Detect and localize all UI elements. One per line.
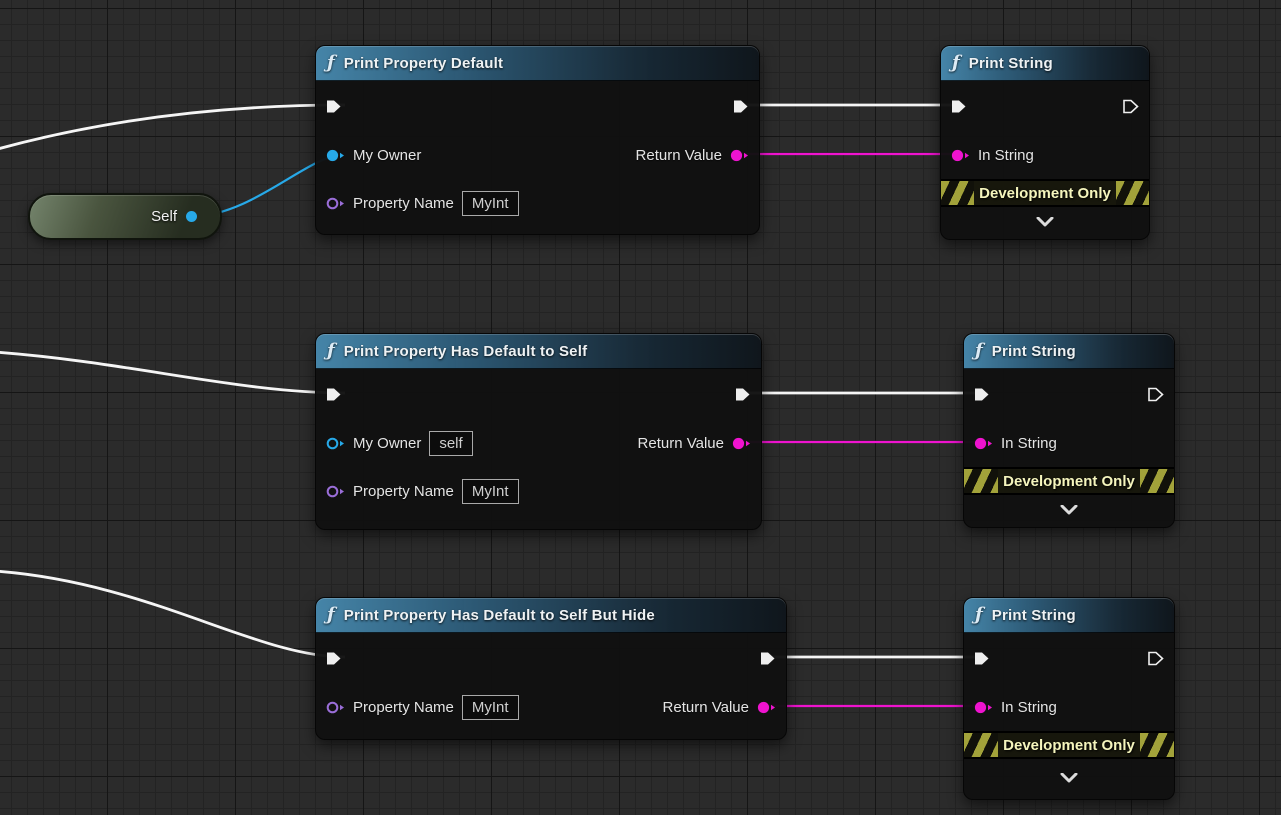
development-only-label: Development Only [1003,736,1135,754]
string-out-pin[interactable] [732,437,751,450]
collapse-chevron[interactable] [941,207,1149,239]
exec-wire[interactable] [0,103,346,150]
node-header[interactable]: ƒ Print String [964,334,1174,369]
pin-label-property-name: Property Name [353,698,454,716]
object-pin[interactable] [326,149,345,162]
hazard-stripe-right [1139,733,1175,757]
pin-label-in-string: In String [1001,434,1057,452]
node-title: Print String [991,606,1076,624]
development-only-label: Development Only [1003,472,1135,490]
function-icon: ƒ [327,604,335,625]
node-print-property-has-default-to-self[interactable]: ƒ Print Property Has Default to Self My … [315,333,762,530]
hazard-stripe-left [964,733,999,757]
collapse-chevron[interactable] [964,495,1174,527]
node-print-string-2[interactable]: ƒ Print String In String Development Onl… [963,333,1175,528]
function-icon: ƒ [975,604,983,625]
property-name-input[interactable]: MyInt [461,694,519,720]
object-out-pin[interactable] [185,210,198,223]
node-title: Print String [991,342,1076,360]
name-pin[interactable] [326,197,345,210]
pin-label-my-owner: My Owner [353,434,422,452]
exec-out-pin[interactable] [733,99,749,114]
node-header[interactable]: ƒ Print String [964,598,1174,633]
exec-in-pin[interactable] [951,99,967,114]
exec-in-pin[interactable] [326,387,342,402]
development-only-banner: Development Only [964,467,1175,495]
development-only-label: Development Only [979,184,1111,202]
node-self-variable[interactable]: Self [28,193,222,240]
node-title: Print Property Default [343,54,504,72]
hazard-stripe-right [1115,181,1150,205]
development-only-banner: Development Only [941,179,1150,207]
object-pin[interactable] [326,437,345,450]
node-title: Print Property Has Default to Self [343,342,588,360]
name-pin[interactable] [326,701,345,714]
function-icon: ƒ [975,340,983,361]
pin-label-return-value: Return Value [662,698,749,716]
pin-label-return-value: Return Value [635,146,722,164]
pin-label-in-string: In String [978,146,1034,164]
exec-in-pin[interactable] [974,651,990,666]
exec-in-pin[interactable] [974,387,990,402]
string-in-pin[interactable] [974,701,993,714]
function-icon: ƒ [327,340,335,361]
node-header[interactable]: ƒ Print String [941,46,1149,81]
node-title: Print String [968,54,1053,72]
property-name-input[interactable]: MyInt [461,190,519,216]
exec-in-pin[interactable] [326,99,342,114]
node-header[interactable]: ƒ Print Property Has Default to Self But… [316,598,786,633]
pin-label-in-string: In String [1001,698,1057,716]
string-in-pin[interactable] [951,149,970,162]
node-print-property-default[interactable]: ƒ Print Property Default My Owner Return… [315,45,760,235]
property-name-input[interactable]: MyInt [461,478,519,504]
node-print-string-3[interactable]: ƒ Print String In String Development Onl… [963,597,1175,800]
exec-out-pin[interactable] [1123,99,1139,114]
function-icon: ƒ [952,52,960,73]
chevron-down-icon [1036,214,1054,232]
node-print-property-has-default-to-self-but-hide[interactable]: ƒ Print Property Has Default to Self But… [315,597,787,740]
string-out-pin[interactable] [730,149,749,162]
pin-label-my-owner: My Owner [353,146,422,164]
exec-out-pin[interactable] [1148,651,1164,666]
string-in-pin[interactable] [974,437,993,450]
collapse-chevron[interactable] [964,759,1174,799]
name-pin[interactable] [326,485,345,498]
pin-label-property-name: Property Name [353,194,454,212]
hazard-stripe-left [941,181,975,205]
exec-out-pin[interactable] [1148,387,1164,402]
exec-out-pin[interactable] [760,651,776,666]
chevron-down-icon [1060,770,1078,788]
pin-label-return-value: Return Value [637,434,724,452]
exec-out-pin[interactable] [735,387,751,402]
my-owner-input[interactable]: self [429,430,474,456]
string-out-pin[interactable] [757,701,776,714]
node-header[interactable]: ƒ Print Property Has Default to Self [316,334,761,369]
development-only-banner: Development Only [964,731,1175,759]
node-title: Print Property Has Default to Self But H… [343,606,655,624]
node-header[interactable]: ƒ Print Property Default [316,46,759,81]
variable-name: Self [151,208,177,225]
node-print-string-1[interactable]: ƒ Print String In String Development Onl… [940,45,1150,240]
exec-wire[interactable] [0,351,346,395]
pin-label-property-name: Property Name [353,482,454,500]
hazard-stripe-right [1139,469,1175,493]
chevron-down-icon [1060,502,1078,520]
function-icon: ƒ [327,52,335,73]
exec-in-pin[interactable] [326,651,342,666]
hazard-stripe-left [964,469,999,493]
exec-wire[interactable] [0,570,346,659]
